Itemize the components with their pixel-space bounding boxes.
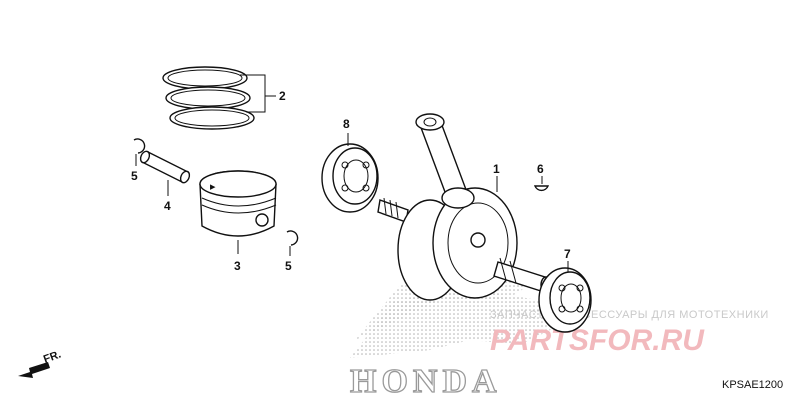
piston-pin-clip-left (133, 138, 146, 154)
piston: ▸ (199, 170, 277, 237)
piston-rings (162, 66, 255, 130)
callout-5-left: 5 (131, 169, 138, 183)
crank-bearing-left (321, 143, 379, 213)
woodruff-key (533, 185, 550, 192)
callout-5-right: 5 (285, 259, 292, 273)
honda-brand-text: HONDA (350, 363, 502, 400)
piston-pin-clip-right (286, 230, 299, 246)
callout-3: 3 (234, 259, 241, 273)
callout-1: 1 (493, 162, 500, 176)
front-direction-label: FR. (42, 348, 63, 365)
piston-pin (139, 150, 191, 184)
callout-8: 8 (343, 117, 350, 131)
watermark-site-logo: PARTSFOR.RU (490, 324, 705, 357)
diagram-code: KPSAE1200 (722, 379, 783, 391)
watermark-tagline: ЗАПЧАСТИ И АКСЕССУАРЫ ДЛЯ МОТОТЕХНИКИ (490, 309, 769, 321)
callout-6: 6 (537, 162, 544, 176)
callout-4: 4 (164, 199, 171, 213)
callout-2: 2 (279, 89, 286, 103)
callout-7: 7 (564, 247, 571, 261)
crankshaft-assembly (377, 113, 552, 301)
front-direction-arrow: FR. (18, 348, 63, 378)
piston-mark-glyph: ▸ (210, 181, 216, 193)
crank-bearing-right (538, 267, 592, 333)
